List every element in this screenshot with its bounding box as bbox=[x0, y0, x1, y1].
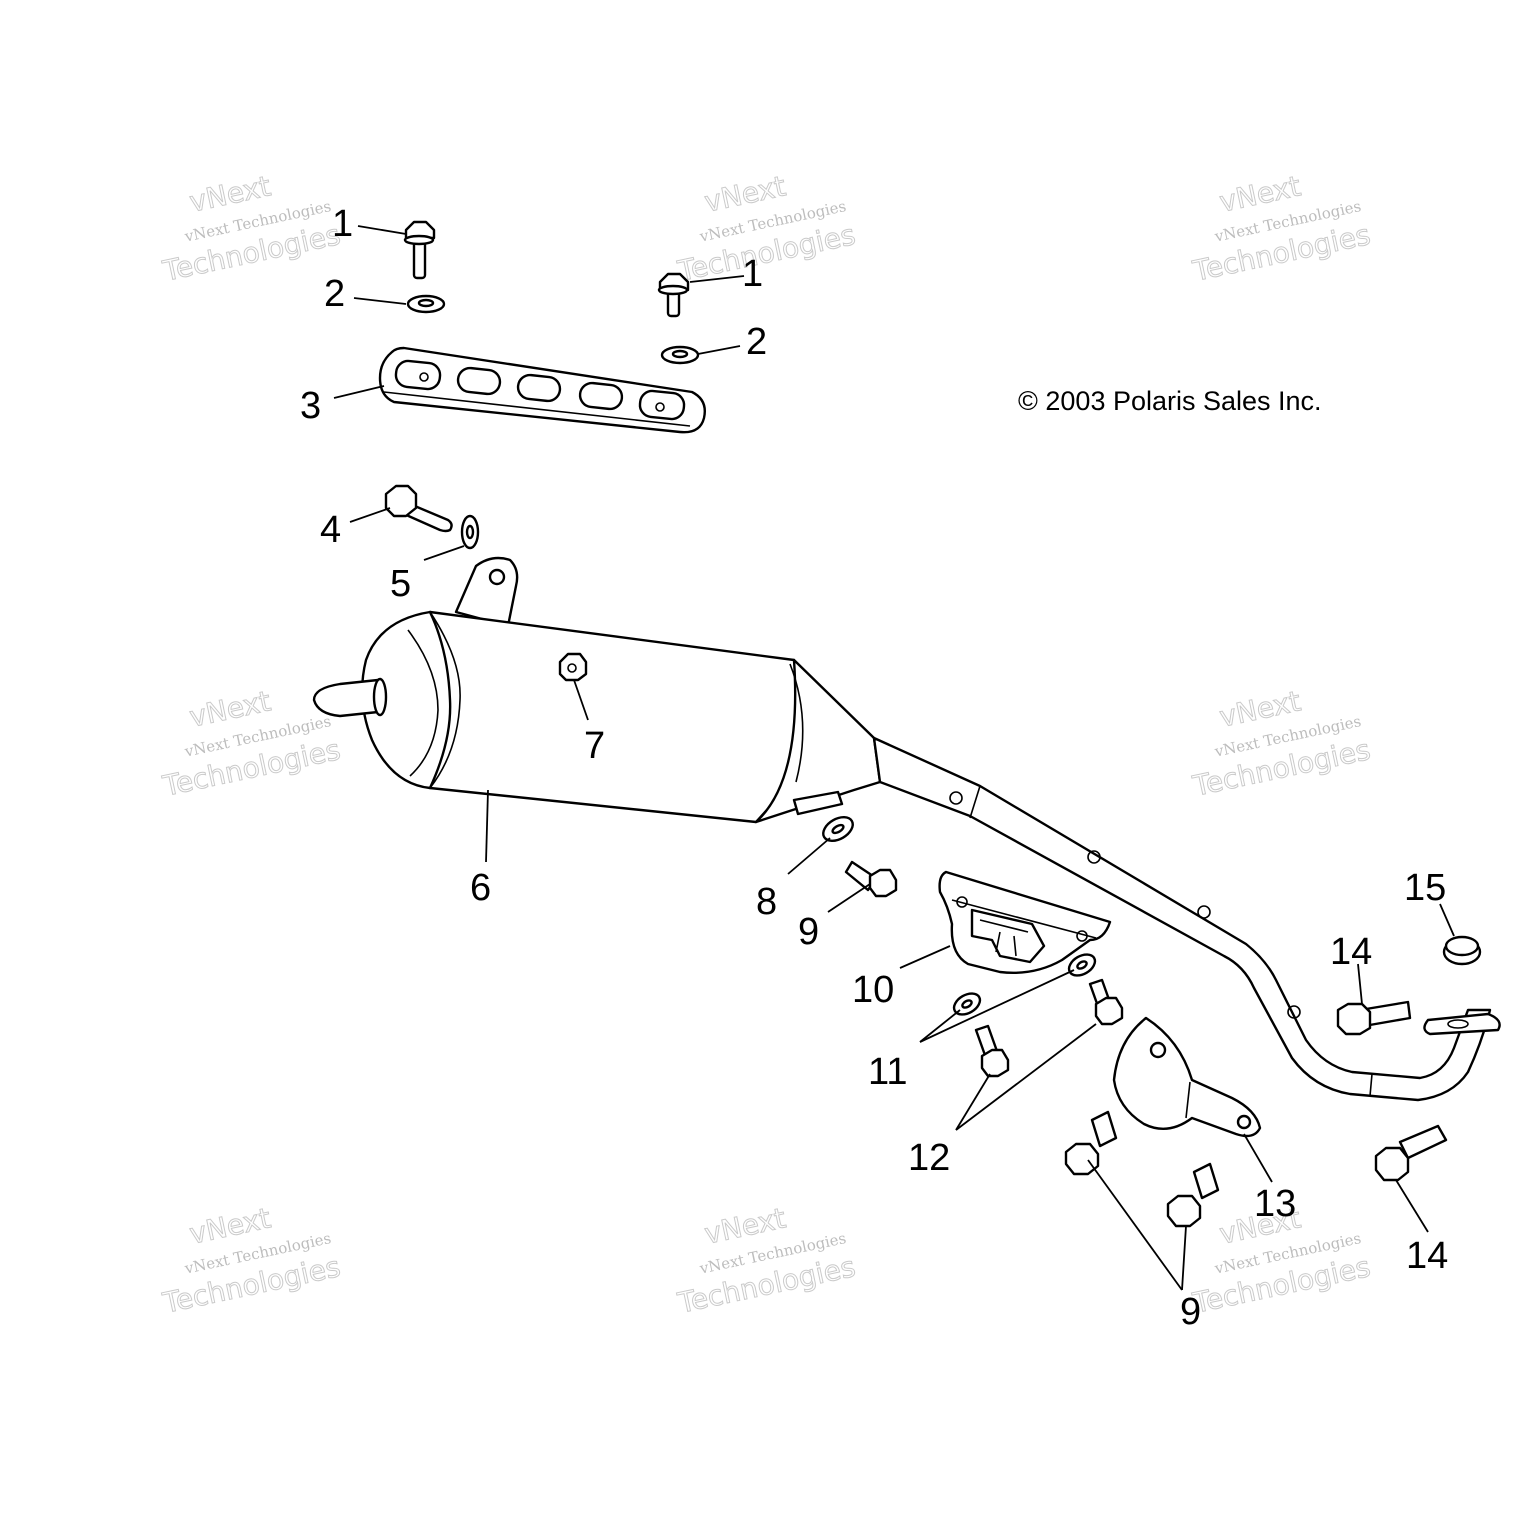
callout-3: 3 bbox=[300, 385, 321, 427]
watermark: vNext vNext Technologies Technologies bbox=[159, 169, 344, 288]
leader-lines bbox=[333, 225, 1455, 1291]
callout-9a: 9 bbox=[798, 911, 819, 953]
gasket-part-8 bbox=[822, 816, 854, 842]
watermark: vNext vNext Technologies Technologies bbox=[159, 1201, 344, 1320]
heat-shield-plate-part-10 bbox=[938, 870, 1112, 974]
watermark: vNext vNext Technologies Technologies bbox=[674, 1201, 859, 1320]
bolt-short-part-9c bbox=[1166, 1162, 1220, 1228]
watermark: vNext vNext Technologies Technologies bbox=[1189, 169, 1374, 288]
exhaust-pipe bbox=[872, 736, 1501, 1102]
callout-1b: 1 bbox=[742, 253, 763, 295]
callout-4: 4 bbox=[320, 509, 341, 551]
callout-12: 12 bbox=[908, 1137, 950, 1179]
washer-part-2a bbox=[406, 294, 446, 314]
watermark: vNext vNext Technologies Technologies bbox=[1189, 684, 1374, 803]
exhaust-seal-part-15 bbox=[1442, 935, 1482, 966]
callout-2a: 2 bbox=[324, 273, 345, 315]
washer-part-2b bbox=[660, 345, 700, 365]
washer-small-part-5 bbox=[460, 514, 480, 550]
bolt-long-part-14b bbox=[1374, 1124, 1448, 1182]
heat-shield-bracket-part-3 bbox=[378, 346, 706, 434]
muffler-part-6 bbox=[312, 556, 882, 824]
bolt-short-part-9a bbox=[844, 860, 898, 898]
washer-pair-part-11 bbox=[952, 953, 1097, 1016]
callout-11: 11 bbox=[868, 1051, 907, 1093]
bolt-pair-part-12 bbox=[974, 978, 1124, 1078]
callout-2b: 2 bbox=[746, 321, 767, 363]
callout-1a: 1 bbox=[332, 203, 353, 245]
callout-10: 10 bbox=[852, 969, 894, 1011]
callout-labels: 1 2 1 2 3 4 5 6 7 8 9 10 11 12 13 14 15 … bbox=[300, 203, 1448, 1333]
mount-bracket-part-13 bbox=[1112, 1016, 1262, 1138]
callout-5: 5 bbox=[390, 563, 411, 605]
nut-part-7 bbox=[558, 652, 588, 682]
bolt-flange-part-1a bbox=[403, 220, 436, 280]
copyright-text: © 2003 Polaris Sales Inc. bbox=[1018, 386, 1322, 416]
bolt-short-part-9b bbox=[1064, 1110, 1118, 1176]
callout-15: 15 bbox=[1404, 867, 1446, 909]
callout-14a: 14 bbox=[1330, 931, 1372, 973]
watermark: vNext vNext Technologies Technologies bbox=[159, 684, 344, 803]
callout-8: 8 bbox=[756, 881, 777, 923]
callout-14b: 14 bbox=[1406, 1235, 1448, 1277]
callout-9b: 9 bbox=[1180, 1291, 1201, 1333]
bolt-long-part-14a bbox=[1336, 1000, 1412, 1036]
callout-13: 13 bbox=[1254, 1183, 1296, 1225]
bolt-part-4 bbox=[384, 484, 453, 533]
bolt-flange-part-1b bbox=[657, 272, 690, 318]
callout-6: 6 bbox=[470, 867, 491, 909]
callout-7: 7 bbox=[584, 725, 605, 767]
